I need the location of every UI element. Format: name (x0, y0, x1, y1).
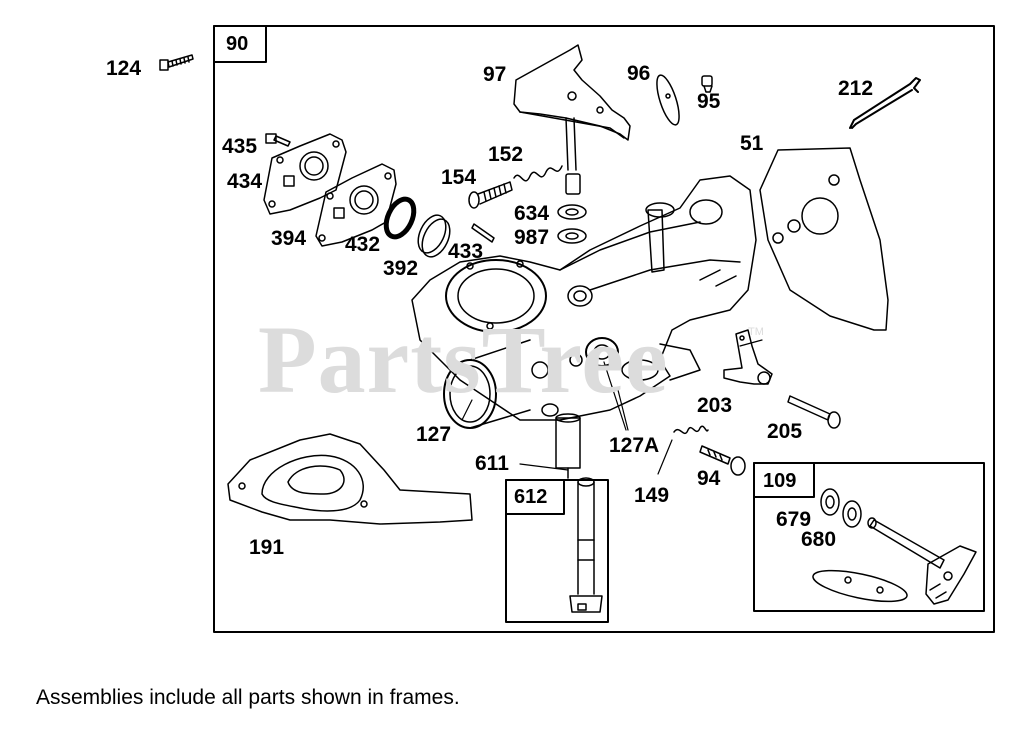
throttle-shaft-drawing (867, 517, 977, 605)
gasket-191-drawing (227, 433, 473, 525)
part-label-127[interactable]: 127 (416, 423, 452, 446)
carburetor-body-drawing (411, 175, 757, 421)
bracket-97-drawing (513, 44, 631, 195)
gasket-394-drawing (315, 163, 397, 247)
part-label-394[interactable]: 394 (271, 227, 307, 250)
lever-203-drawing (723, 329, 773, 385)
frame-label-612: 612 (514, 486, 548, 508)
plate-96-drawing (656, 74, 680, 126)
frame-109-label-box (753, 462, 815, 498)
washer-679-drawing (820, 488, 840, 516)
ring-392-drawing (417, 214, 451, 258)
gasket-434-drawing (263, 133, 347, 215)
frame-90-label-box (213, 25, 267, 63)
part-label-679[interactable]: 679 (776, 508, 812, 531)
part-label-611[interactable]: 611 (475, 452, 509, 475)
part-label-149[interactable]: 149 (634, 484, 670, 507)
washer-634-drawing (557, 204, 587, 220)
watermark: PartsTree (258, 306, 669, 413)
part-label-96[interactable]: 96 (627, 62, 651, 85)
part-label-127a[interactable]: 127A (609, 434, 660, 457)
part-label-94[interactable]: 94 (697, 467, 721, 490)
washer-680-drawing (842, 500, 862, 528)
leader-lines (461, 339, 763, 475)
frame-612-label-box (505, 479, 565, 515)
frame-label-90: 90 (226, 33, 249, 55)
frame-109 (753, 462, 985, 612)
part-label-434[interactable]: 434 (227, 170, 263, 193)
frame-label-109: 109 (763, 470, 797, 492)
screw-205-drawing (787, 395, 841, 429)
screw-124-drawing (159, 54, 194, 71)
part-label-95[interactable]: 95 (697, 90, 721, 113)
frame-90 (213, 25, 995, 633)
part-label-432[interactable]: 432 (345, 233, 381, 256)
spring-149-drawing (673, 425, 709, 435)
screw-95-drawing (701, 75, 713, 93)
screw-435-drawing (265, 133, 291, 147)
needle-94-drawing (699, 445, 746, 476)
part-label-205[interactable]: 205 (767, 420, 803, 443)
part-label-987[interactable]: 987 (514, 226, 550, 249)
part-label-51[interactable]: 51 (740, 132, 764, 155)
part-label-203[interactable]: 203 (697, 394, 733, 417)
washer-987-drawing (557, 228, 587, 244)
part-label-97[interactable]: 97 (483, 63, 507, 86)
watermark-tm: TM (748, 326, 764, 338)
part-label-392[interactable]: 392 (383, 257, 419, 280)
link-212-drawing (849, 77, 921, 129)
part-label-152[interactable]: 152 (488, 143, 524, 166)
part-label-433[interactable]: 433 (448, 240, 484, 263)
throttle-plate-drawing (812, 569, 908, 603)
emulsion-tube-612-drawing (569, 477, 603, 613)
spring-152-drawing (513, 165, 563, 182)
throttle-bore-127-drawing (443, 339, 531, 429)
part-label-212[interactable]: 212 (838, 77, 874, 100)
spring-154-drawing (468, 181, 513, 209)
part-label-191[interactable]: 191 (249, 536, 285, 559)
gasket-51-drawing (759, 147, 889, 331)
o-ring-432-drawing (383, 196, 417, 240)
footer-note: Assemblies include all parts shown in fr… (36, 686, 460, 709)
part-label-634[interactable]: 634 (514, 202, 550, 225)
part-label-124[interactable]: 124 (106, 57, 142, 80)
part-label-680[interactable]: 680 (801, 528, 837, 551)
pin-433-drawing (471, 223, 495, 243)
part-label-154[interactable]: 154 (441, 166, 477, 189)
part-label-435[interactable]: 435 (222, 135, 258, 158)
